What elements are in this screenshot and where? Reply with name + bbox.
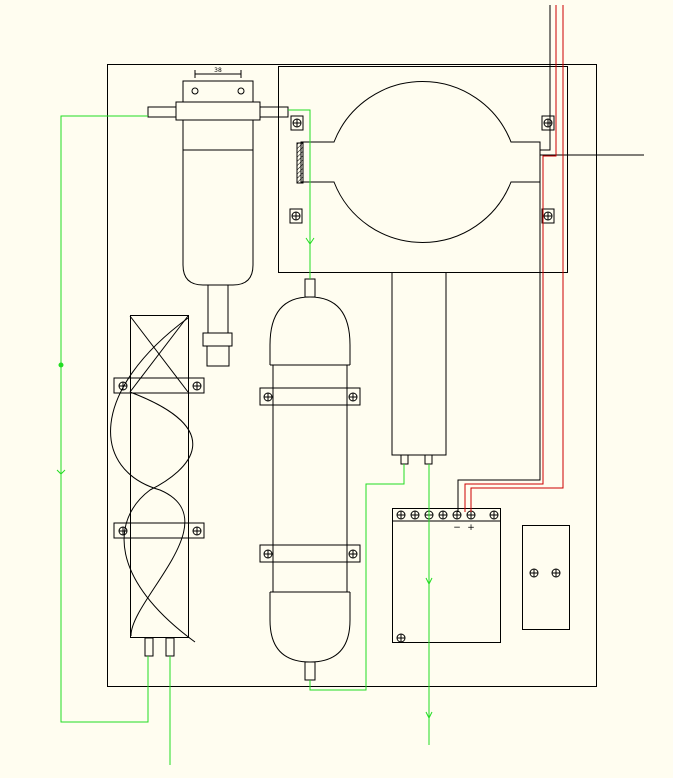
terminal-circle-cross-icon-cross [467,511,475,519]
filter-drain-stem [207,284,229,334]
circle-cross-icon-cross [119,382,127,390]
screw-frame [290,115,304,131]
circle-cross-icon-cross [544,212,552,220]
power-wires [464,5,564,512]
circle-cross-icon-cross [264,550,272,558]
filter-inlet-stub [147,106,177,118]
terminal-plus-label: + [467,523,475,533]
screw-frame [289,208,303,224]
signal-wire [540,5,551,151]
gas-cylinder-assembly [259,278,361,681]
detector-round-housing [300,81,541,243]
circle-cross-icon-cross [119,527,127,535]
terminal-minus-label: − [453,523,461,533]
coil-clamp-upper [113,377,205,394]
screw-frame [541,115,555,131]
cooling-coil-assembly [110,315,205,657]
coil-clamp-lower [113,522,205,539]
filter-assembly: 38 [147,67,289,367]
circle-cross-icon-cross [293,119,301,127]
sensor-outlet-port-right [424,454,433,465]
ground-wire [457,165,541,512]
power-wire-positive [470,5,564,512]
filter-head-collar [175,101,261,121]
circle-cross-icon-cross [264,393,272,401]
gas-tubing [56,109,433,765]
terminal-circle-cross-icon-cross [453,511,461,519]
circle-cross-icon-cross [552,569,560,577]
circle-cross-icon-cross [490,511,498,519]
dimension-label: 38 [214,67,222,74]
tube-filter-to-cylinder [288,109,311,279]
terminal-circle-cross-icon-cross [439,511,447,519]
coil-helix-b [123,391,196,643]
filter-bowl [182,120,254,286]
circle-cross-icon-cross [193,527,201,535]
terminal-circle-cross-icon-cross [411,511,419,519]
power-supply-assembly: − + [392,508,501,643]
screw-group [118,115,561,643]
filter-drain-cap [206,345,230,367]
junction-box [522,525,570,630]
cylinder-body [272,365,348,592]
coil-port-left [144,637,154,657]
cylinder-clamp-lower [259,544,361,563]
coil-housing [130,315,189,638]
circle-cross-icon-cross [292,212,300,220]
terminal-circle-cross-icon-cross [397,511,405,519]
filter-outlet-stub [259,106,289,118]
filter-head-block [182,80,254,103]
filter-mount-hole-right [237,87,245,95]
tube-inlet-to-filter [60,115,149,723]
circle-cross-icon-cross [349,393,357,401]
cylinder-top-port [304,278,316,298]
screw-frame [541,208,555,224]
detector-mount-plate [278,66,568,273]
cylinder-clamp-upper [259,387,361,406]
power-wire-negative [464,5,557,512]
mounting-panel [107,64,597,687]
cylinder-bottom-dome [269,592,351,663]
filter-mount-hole-left [191,87,199,95]
circle-cross-icon-cross [193,382,201,390]
cylinder-top-dome [269,296,351,365]
coil-port-right [165,637,175,657]
tube-cylinder-to-sensor [309,464,405,691]
detector-side-tab [296,142,304,184]
sensor-outlet-port-left [400,454,409,465]
circle-cross-icon-cross [530,569,538,577]
filter-drain-nut [202,332,233,347]
gas-detector-assembly [278,66,644,465]
circle-cross-icon-cross [349,550,357,558]
power-supply-box [392,508,501,643]
detector-sensor-stem [391,272,447,456]
circle-cross-icon-cross [544,119,552,127]
circle-cross-icon-cross [397,634,405,642]
coil-helix-a [110,317,189,637]
cylinder-bottom-port [304,661,316,681]
